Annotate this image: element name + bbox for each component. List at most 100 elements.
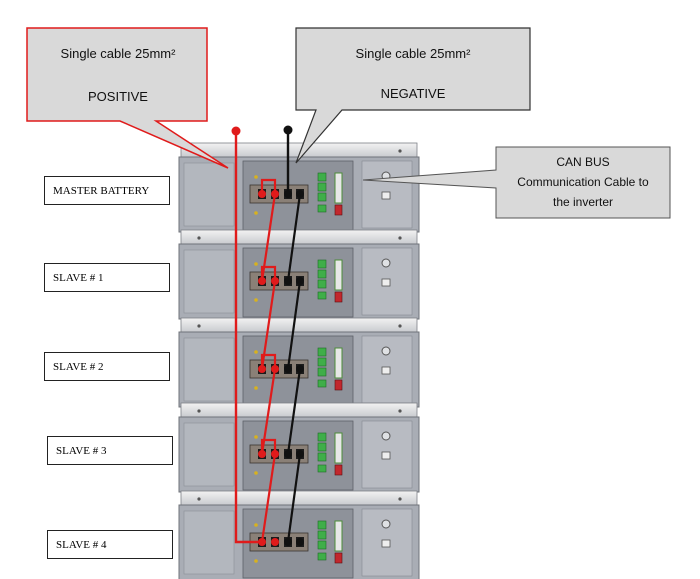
dip-switch-strip	[334, 520, 343, 552]
battery-label-slave-4: SLAVE # 4	[47, 530, 173, 559]
battery-lid	[180, 490, 418, 506]
power-switch	[334, 379, 343, 391]
status-led	[254, 211, 258, 215]
port-socket	[381, 278, 391, 287]
comm-connector	[317, 530, 327, 540]
status-led	[254, 298, 258, 302]
status-led	[254, 471, 258, 475]
canbus-callout-line1: CAN BUS	[556, 155, 609, 169]
comm-connector	[317, 442, 327, 452]
power-button	[381, 346, 391, 356]
comm-connector	[317, 269, 327, 279]
negative-jumper	[286, 453, 302, 543]
negative-terminal-dot	[284, 190, 292, 198]
battery-label-slave-2: SLAVE # 2	[44, 352, 170, 381]
battery-module	[178, 490, 420, 579]
negative-callout: Single cable 25mm² NEGATIVE	[295, 27, 531, 164]
battery-module	[178, 317, 420, 408]
comm-connector	[317, 259, 327, 269]
comm-connector	[317, 347, 327, 357]
comm-connector	[317, 192, 327, 202]
battery-label-slave-3: SLAVE # 3	[47, 436, 173, 465]
port-socket	[381, 366, 391, 375]
comm-connector	[317, 172, 327, 182]
battery-side-panel	[183, 422, 235, 487]
comm-connector	[317, 204, 327, 213]
lid-screw	[398, 149, 402, 153]
negative-terminal-dot	[284, 365, 292, 373]
lid-screw	[398, 409, 402, 413]
negative-callout-polarity: NEGATIVE	[381, 86, 446, 101]
power-switch	[334, 552, 343, 564]
comm-connector	[317, 279, 327, 289]
power-button	[381, 431, 391, 441]
negative-terminal-dot	[284, 450, 292, 458]
lid-screw	[197, 497, 201, 501]
comm-connector	[317, 182, 327, 192]
status-led	[254, 350, 258, 354]
lid-screw	[398, 324, 402, 328]
positive-callout: Single cable 25mm² POSITIVE	[26, 27, 229, 169]
positive-jumper-loop	[260, 438, 277, 454]
negative-terminal-dot	[296, 538, 304, 546]
power-button	[381, 519, 391, 529]
power-switch	[334, 291, 343, 303]
status-led	[254, 559, 258, 563]
dip-switch-strip	[334, 172, 343, 204]
port-socket	[381, 451, 391, 460]
positive-callout-size: Single cable 25mm²	[61, 46, 177, 61]
battery-lid	[180, 402, 418, 418]
positive-jumper-loop	[260, 178, 277, 194]
comm-connector	[317, 552, 327, 561]
status-led	[254, 523, 258, 527]
status-led	[254, 435, 258, 439]
battery-module	[178, 229, 420, 320]
dip-switch-strip	[334, 347, 343, 379]
canbus-callout-line3: the inverter	[553, 195, 613, 209]
dip-switch-strip	[334, 432, 343, 464]
battery-side-panel	[183, 337, 235, 402]
comm-connector	[317, 432, 327, 442]
positive-jumper-loop	[260, 265, 277, 281]
negative-jumper	[286, 280, 302, 370]
positive-terminal-dot	[271, 538, 279, 546]
battery-side-panel	[183, 162, 235, 227]
power-switch	[334, 204, 343, 216]
negative-jumper	[286, 193, 302, 282]
positive-main-cable	[234, 131, 262, 544]
comm-connector	[317, 291, 327, 300]
negative-callout-size: Single cable 25mm²	[356, 46, 472, 61]
canbus-callout: CAN BUS Communication Cable to the inver…	[362, 146, 671, 219]
comm-connector	[317, 379, 327, 388]
battery-label-master: MASTER BATTERY	[44, 176, 170, 205]
comm-connector	[317, 357, 327, 367]
positive-callout-polarity: POSITIVE	[88, 89, 148, 104]
battery-side-panel	[183, 510, 235, 575]
comm-connector	[317, 367, 327, 377]
negative-terminal-dot	[284, 538, 292, 546]
positive-cable-end	[231, 126, 241, 136]
battery-lid	[180, 229, 418, 245]
comm-connector	[317, 452, 327, 462]
positive-terminal-dot	[258, 538, 266, 546]
negative-terminal-dot	[284, 277, 292, 285]
power-button	[381, 258, 391, 268]
lid-screw	[398, 497, 402, 501]
status-led	[254, 262, 258, 266]
status-led	[254, 175, 258, 179]
battery-label-slave-1: SLAVE # 1	[44, 263, 170, 292]
battery-lid	[180, 317, 418, 333]
power-switch	[334, 464, 343, 476]
battery-module	[178, 402, 420, 493]
comm-connector	[317, 540, 327, 550]
port-socket	[381, 539, 391, 548]
battery-side-panel	[183, 249, 235, 314]
lid-screw	[398, 236, 402, 240]
positive-jumper	[260, 453, 277, 543]
negative-cable-end	[283, 125, 293, 135]
lid-screw	[197, 324, 201, 328]
negative-jumper	[286, 368, 302, 455]
comm-connector	[317, 464, 327, 473]
lid-screw	[197, 236, 201, 240]
